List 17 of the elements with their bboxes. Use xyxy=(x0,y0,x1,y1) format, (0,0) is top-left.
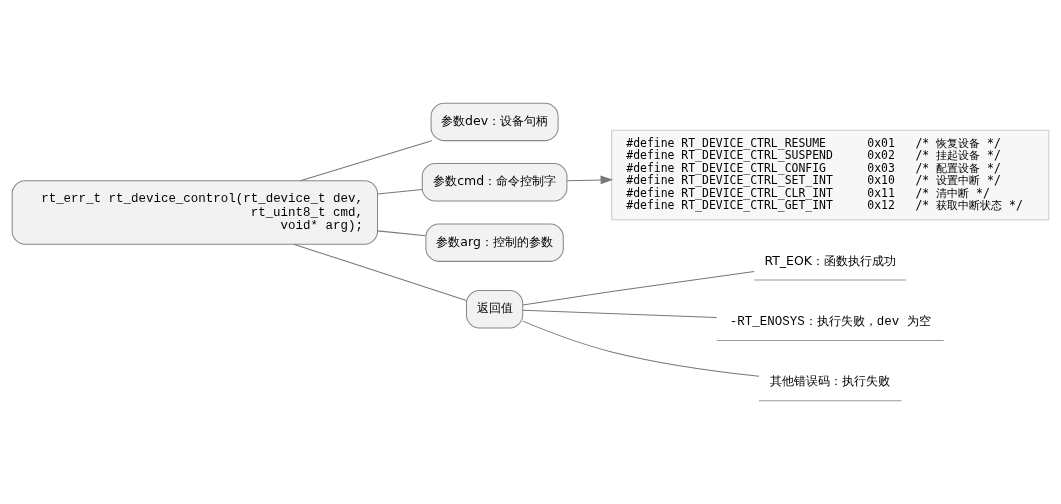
node-box: 参数dev：设备句柄 xyxy=(430,102,559,142)
node-box: 返回值 xyxy=(465,290,524,329)
arrow xyxy=(566,175,614,185)
node-text: -RT_ENOSYS：执行失败，dev 为空 xyxy=(729,314,931,329)
connector xyxy=(377,230,427,237)
connector xyxy=(377,189,423,195)
connector xyxy=(522,271,755,306)
connector xyxy=(522,320,760,377)
connector xyxy=(299,140,433,182)
node-box: 参数arg：控制的参数 xyxy=(425,223,564,262)
node-text: 其他错误码：执行失败 xyxy=(770,373,891,389)
node-box: 参数cmd：命令控制字 xyxy=(421,163,568,202)
node-box: rt_err_t rt_device_control(rt_device_t dev, rt_uint8_t cmd, void* arg); xyxy=(11,180,378,245)
node-box: #define RT_DEVICE_CTRL_RESUME 0x01 /* 恢复设备 */ #define RT_DEVICE_CTRL_SUSPEND 0x02 /* 挂起设备 */ #define RT_DEVICE_CTRL_CONFIG 0x03 /* 配置设备 */ #define RT_DEVICE_CTRL_SET_INT 0x10 /* 设置中断 */ #define RT_DEVICE_CTRL_CLR_INT 0x11 /* 清中断 */ #define RT_DEVICE_CTRL_GET_INT 0x12 /* 获取中断状态 */ xyxy=(611,129,1050,221)
node-text: RT_EOK：函数执行成功 xyxy=(764,252,896,268)
connector xyxy=(522,309,718,319)
connector xyxy=(293,243,467,301)
